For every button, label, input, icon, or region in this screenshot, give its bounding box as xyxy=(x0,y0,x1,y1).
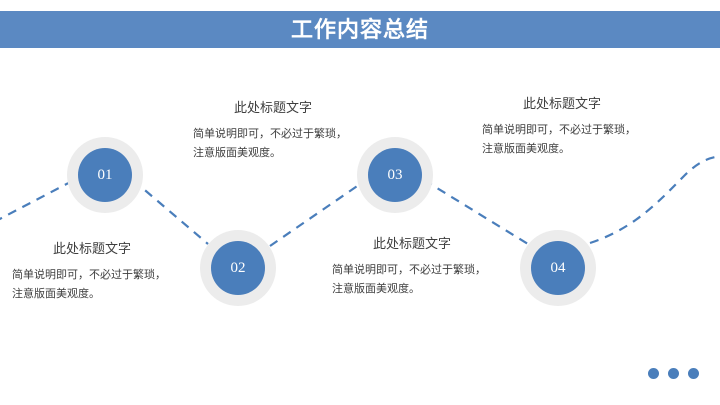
dot-icon xyxy=(688,368,699,379)
step-node-04[interactable]: 04 xyxy=(520,230,596,306)
step-node-03[interactable]: 03 xyxy=(357,137,433,213)
dot-icon xyxy=(648,368,659,379)
step-disc-04 xyxy=(531,241,585,295)
content-block-2-body: 简单说明即可，不必过于繁琐，注意版面美观度。 xyxy=(193,128,347,159)
content-block-3-body: 简单说明即可，不必过于繁琐，注意版面美观度。 xyxy=(332,264,486,295)
content-block-4-body: 简单说明即可，不必过于繁琐，注意版面美观度。 xyxy=(482,124,636,155)
step-disc-03 xyxy=(368,148,422,202)
content-block-3-title: 此处标题文字 xyxy=(372,236,451,251)
step-number-02: 02 xyxy=(230,260,246,276)
content-block-2: 此处标题文字 简单说明即可，不必过于繁琐，注意版面美观度。 xyxy=(193,97,353,163)
page-title: 工作内容总结 xyxy=(290,17,429,42)
content-block-1-body: 简单说明即可，不必过于繁琐，注意版面美观度。 xyxy=(12,269,166,300)
content-block-2-title: 此处标题文字 xyxy=(233,100,312,115)
content-block-3: 此处标题文字 简单说明即可，不必过于繁琐，注意版面美观度。 xyxy=(332,233,492,299)
header-bar xyxy=(0,11,720,48)
content-block-4: 此处标题文字 简单说明即可，不必过于繁琐，注意版面美观度。 xyxy=(482,93,642,159)
step-node-01[interactable]: 01 xyxy=(67,137,143,213)
content-block-1: 此处标题文字 简单说明即可，不必过于繁琐，注意版面美观度。 xyxy=(12,238,172,304)
step-number-04: 04 xyxy=(550,260,566,276)
step-number-03: 03 xyxy=(387,167,403,183)
content-block-4-title: 此处标题文字 xyxy=(522,96,601,111)
decorative-dots xyxy=(648,368,699,379)
dot-icon xyxy=(668,368,679,379)
step-disc-01 xyxy=(78,148,132,202)
step-disc-02 xyxy=(211,241,265,295)
step-number-01: 01 xyxy=(97,167,113,183)
content-block-1-title: 此处标题文字 xyxy=(52,241,131,256)
step-node-02[interactable]: 02 xyxy=(200,230,276,306)
